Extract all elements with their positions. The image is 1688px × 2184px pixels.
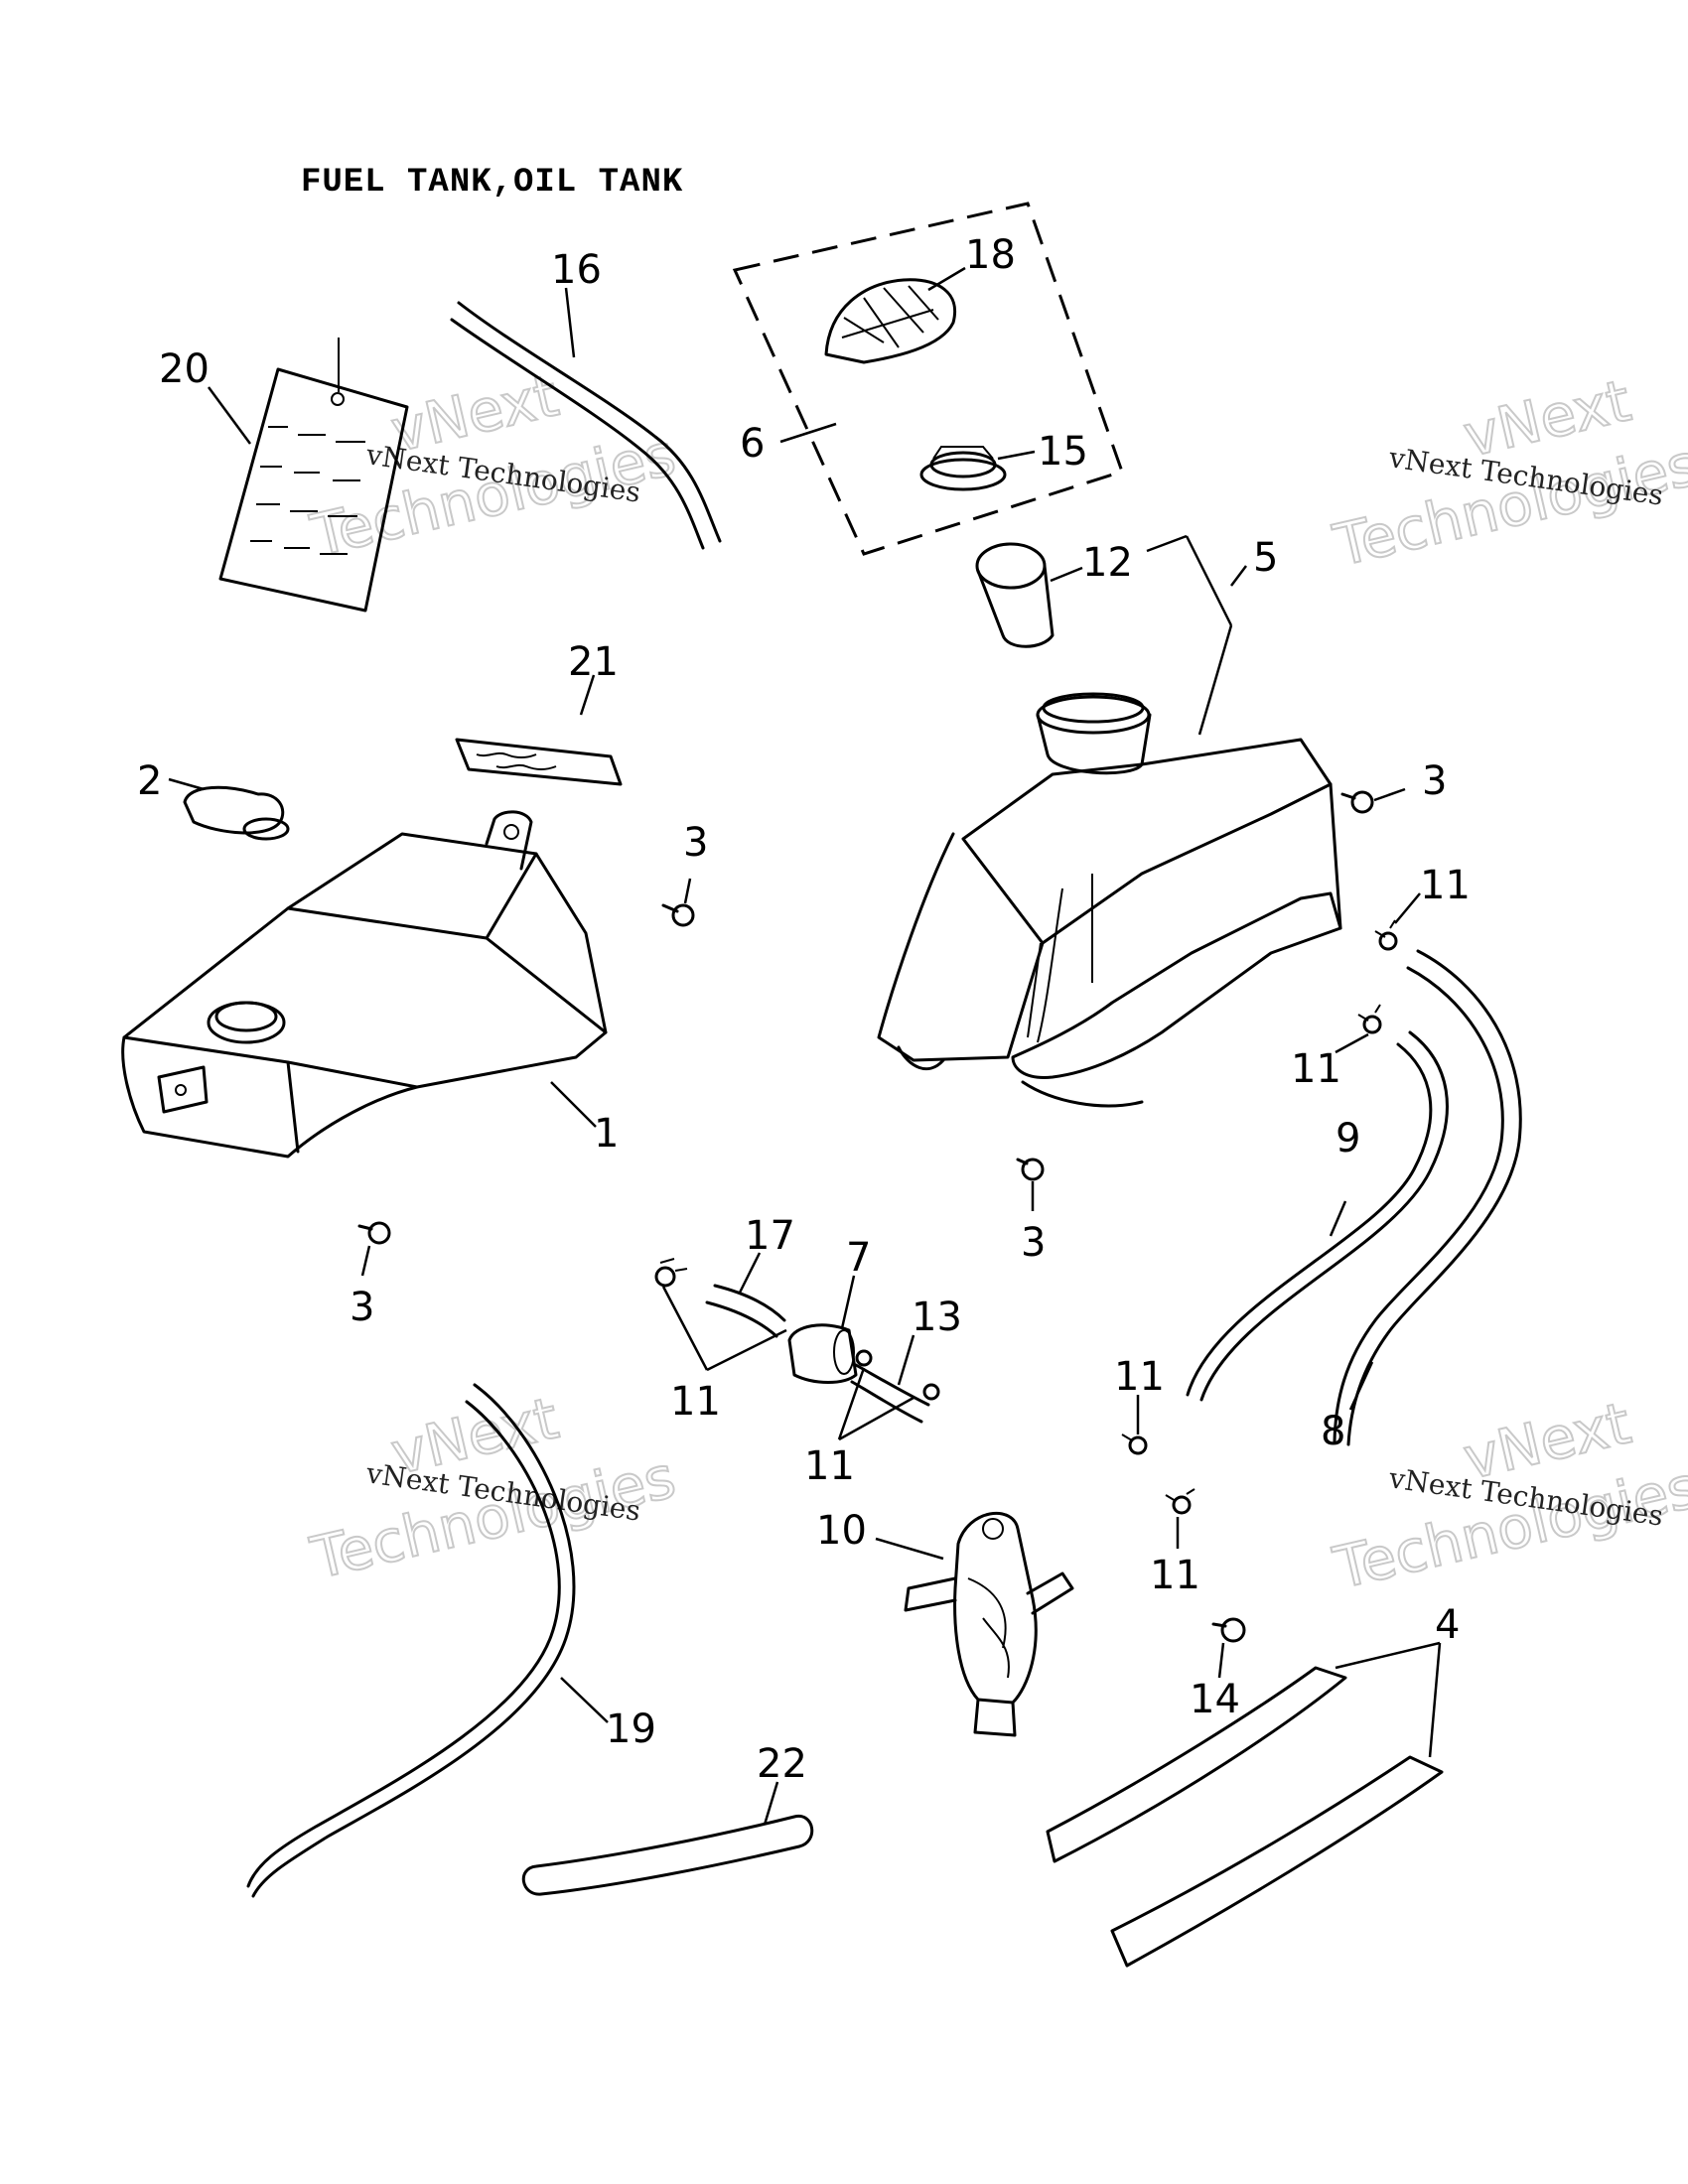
callout-3-under-oil-tank: 3	[350, 1285, 374, 1330]
hose-clip-icon	[1165, 1488, 1196, 1549]
breather-hose-icon	[450, 287, 722, 550]
callout-13: 13	[912, 1295, 962, 1340]
oil-tank-cap-icon	[168, 777, 290, 841]
fuel-filter-icon	[787, 1275, 858, 1384]
hose-clip-icon	[837, 1349, 940, 1441]
watermark-bottom-right: vNext Technologies vNext Technologies	[1327, 1388, 1688, 1603]
fuel-cock-icon	[875, 1512, 1074, 1737]
callout-12: 12	[1082, 540, 1133, 586]
hose-icon	[850, 1334, 930, 1424]
callout-11-tank-upper: 11	[1420, 863, 1471, 908]
bolt-icon	[1340, 787, 1406, 814]
fuel-cap-assembly-icon	[732, 202, 1124, 556]
callout-11-tank-lower: 11	[1291, 1046, 1341, 1092]
hose-clip-icon	[1335, 1004, 1382, 1054]
decal-icon	[455, 674, 623, 786]
callout-3-oil-tank-side: 3	[683, 820, 708, 866]
hose-clip-icon	[1374, 892, 1421, 951]
callout-18: 18	[965, 232, 1016, 278]
hose-icon	[705, 1252, 786, 1338]
oil-hose-icon	[246, 1383, 609, 1898]
hose-clip-icon	[1121, 1395, 1148, 1455]
callout-11-filter-left: 11	[670, 1379, 721, 1425]
diagram-title: FUEL TANK,OIL TANK	[301, 164, 683, 202]
callout-11-right-upper: 11	[1114, 1354, 1165, 1400]
callout-11-filter-right: 11	[804, 1443, 855, 1489]
fuel-cap-icon	[824, 266, 966, 364]
callout-11-right-lower: 11	[1150, 1553, 1200, 1598]
fuel-strainer-icon	[975, 542, 1083, 648]
callout-21: 21	[568, 639, 619, 685]
callout-3-under-fuel-tank: 3	[1021, 1220, 1046, 1266]
hose-icon	[1186, 1030, 1449, 1402]
bolt-icon	[1211, 1617, 1246, 1679]
cap-gasket-icon	[919, 446, 1036, 491]
callout-15: 15	[1038, 429, 1088, 475]
callout-20: 20	[159, 346, 210, 392]
callout-3-fuel-tank-side: 3	[1422, 758, 1447, 804]
callout-14: 14	[1190, 1677, 1240, 1722]
fuel-tank-icon	[877, 534, 1342, 1108]
callout-16: 16	[551, 247, 602, 293]
callout-5: 5	[1253, 535, 1278, 581]
callout-4: 4	[1435, 1602, 1460, 1648]
watermark-bottom-left: vNext Technologies vNext Technologies	[304, 1383, 682, 1593]
rubber-strip-icon	[1046, 1641, 1444, 1968]
hose-icon	[1333, 949, 1522, 1446]
callout-8: 8	[1321, 1409, 1345, 1454]
bolt-icon	[661, 878, 695, 927]
callout-6: 6	[740, 421, 765, 467]
callout-1: 1	[594, 1111, 619, 1157]
bolt-icon	[1016, 1158, 1045, 1211]
callout-7: 7	[846, 1235, 871, 1281]
callout-10: 10	[816, 1508, 867, 1554]
oil-tank-icon	[121, 810, 608, 1159]
callout-2: 2	[137, 758, 162, 804]
label-tag-icon	[207, 338, 409, 613]
callout-17: 17	[745, 1213, 795, 1259]
callout-19: 19	[606, 1706, 656, 1752]
hose-clip-icon	[654, 1258, 787, 1372]
bolt-icon	[357, 1221, 391, 1277]
callout-labels: 1 2 3 3 3 3 4 5 6 7 8 9 10 11 11 11 11 1…	[137, 232, 1471, 1787]
short-hose-icon	[521, 1781, 814, 1896]
watermark-top-right: vNext Technologies vNext Technologies	[1327, 365, 1688, 581]
callout-9: 9	[1336, 1116, 1360, 1161]
callout-22: 22	[757, 1741, 807, 1787]
